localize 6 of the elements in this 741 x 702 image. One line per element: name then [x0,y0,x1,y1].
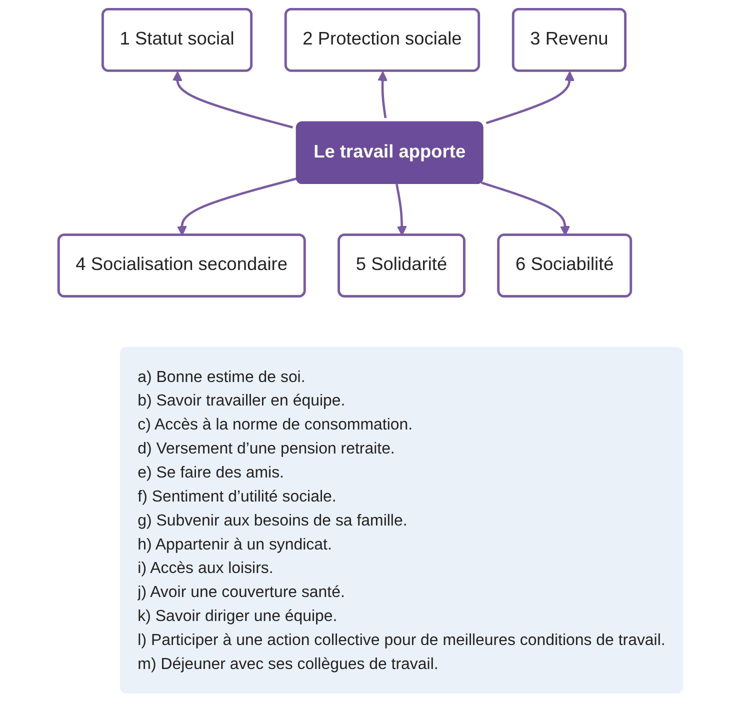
arrow [172,71,293,128]
arrow [486,71,575,124]
arrow [378,71,388,118]
arrow [176,177,298,236]
arrow [396,184,407,236]
arrow [480,182,570,236]
